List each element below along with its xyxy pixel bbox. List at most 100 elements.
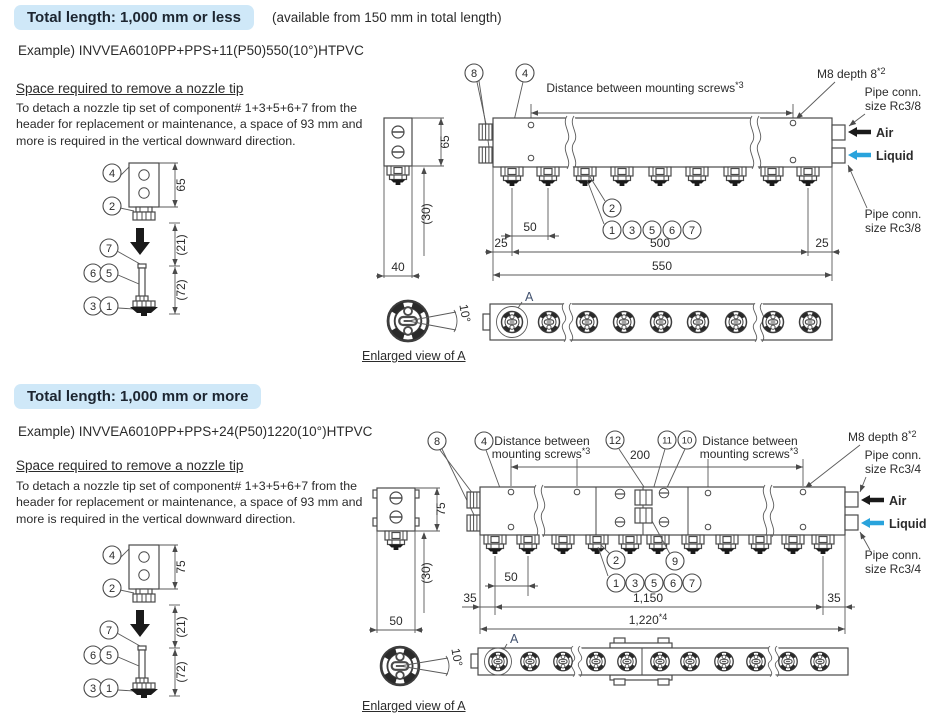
svg-text:3: 3 — [632, 578, 638, 590]
screw-icon — [389, 510, 403, 524]
dim-height-side-1: 65 — [412, 117, 452, 167]
joint-section — [595, 487, 689, 535]
svg-text:(21): (21) — [174, 234, 188, 255]
pipe-stub-icon — [478, 146, 493, 164]
svg-text:Distance between: Distance between — [494, 434, 589, 448]
enlarged-view-caption-1: Enlarged view of A — [362, 349, 466, 363]
callout-3: 3 — [83, 678, 103, 698]
svg-text:1,220*4: 1,220*4 — [629, 612, 668, 627]
nozzle-icon — [681, 534, 705, 555]
nozzle-icon — [500, 166, 524, 187]
svg-text:size Rc3/4: size Rc3/4 — [865, 462, 921, 476]
callout-2: 2 — [102, 578, 122, 598]
callout-7: 7 — [99, 620, 119, 640]
svg-text:11: 11 — [662, 436, 672, 447]
nozzle-icon — [796, 166, 820, 187]
callout-4: 4 — [102, 545, 122, 565]
nozzle-bottom-icon — [777, 650, 799, 673]
svg-text:6: 6 — [90, 268, 96, 280]
air-label: Air — [876, 126, 894, 140]
svg-text:50: 50 — [523, 220, 537, 234]
svg-text:7: 7 — [689, 225, 695, 237]
callout-5: 5 — [99, 645, 119, 665]
section2-note-body: To detach a nozzle tip set of component#… — [16, 479, 363, 526]
nozzle-icon — [384, 530, 408, 551]
section1-note-title: Space required to remove a nozzle tip — [16, 81, 244, 96]
enlarged-view-1: 10° — [388, 301, 473, 341]
nozzle-bottom-icon — [499, 309, 525, 335]
callout-6: 6 — [663, 573, 683, 593]
dim-drop-2: (21) — [169, 604, 188, 648]
svg-text:(72): (72) — [174, 279, 188, 300]
nozzle-bottom-icon — [585, 650, 607, 673]
pipe-conn-top-2: Pipe conn. size Rc3/4 — [857, 448, 921, 494]
nozzle-bottom-icon — [536, 309, 562, 335]
svg-text:35: 35 — [827, 591, 841, 605]
svg-text:4: 4 — [109, 168, 115, 180]
svg-text:mounting screws*3: mounting screws*3 — [492, 446, 591, 461]
callout-4: 4 — [474, 431, 494, 451]
svg-text:50: 50 — [504, 570, 518, 584]
nozzle-icon — [715, 534, 739, 555]
svg-text:65: 65 — [174, 178, 188, 192]
nozzle-bottom-icon — [797, 309, 823, 335]
callout-2: 2 — [102, 196, 122, 216]
distance-screws-right-2: Distance between mounting screws*3 — [700, 434, 799, 461]
bottom-dimensions-1: 50 25 500 25 550 — [485, 167, 840, 281]
svg-text:7: 7 — [106, 243, 112, 255]
dim-height-2: 75 — [159, 544, 188, 590]
callout-10: 10 — [677, 430, 697, 450]
callout-9: 9 — [665, 551, 685, 571]
pipe-conn-bottom-2: Pipe conn. size Rc3/4 — [857, 530, 922, 576]
distance-screws-label: Distance between mounting screws*3 — [546, 80, 743, 95]
nozzle-bottom-icon — [519, 650, 541, 673]
enlarged-view-caption-2: Enlarged view of A — [362, 699, 466, 713]
svg-text:2: 2 — [609, 203, 615, 215]
pipe-stub-icon — [466, 514, 481, 532]
svg-text:(21): (21) — [174, 616, 188, 637]
nozzle-icon — [760, 166, 784, 187]
callout-1: 1 — [99, 296, 119, 316]
svg-text:4: 4 — [522, 68, 528, 80]
callout-3: 3 — [625, 573, 645, 593]
svg-text:25: 25 — [815, 236, 829, 250]
svg-text:1: 1 — [106, 301, 112, 313]
bottom-view-drawing-2: 10° A — [358, 632, 849, 703]
component-diagram-2: 4 75 2 (21) 7 — [83, 544, 188, 698]
callout-5: 5 — [99, 263, 119, 283]
nozzle-icon — [646, 534, 670, 555]
svg-text:5: 5 — [651, 578, 657, 590]
section1-title-chip: Total length: 1,000 mm or less — [14, 5, 254, 30]
svg-text:500: 500 — [650, 236, 670, 250]
svg-text:65: 65 — [438, 135, 452, 149]
nozzle-icon — [610, 166, 634, 187]
svg-text:12: 12 — [609, 435, 621, 447]
m8-annotation-2: M8 depth 8*2 — [803, 429, 917, 491]
svg-text:size Rc3/4: size Rc3/4 — [865, 562, 921, 576]
nozzle-bottom-icon — [616, 650, 638, 673]
callout-2: 2 — [602, 198, 622, 218]
svg-text:Pipe conn.: Pipe conn. — [865, 548, 922, 562]
callout-8: 8 — [427, 431, 447, 451]
nozzle-icon — [648, 166, 672, 187]
nozzle-icon — [811, 534, 835, 555]
callout-5: 5 — [642, 220, 662, 240]
svg-text:1,150: 1,150 — [633, 591, 663, 605]
callout-5: 5 — [644, 573, 664, 593]
nozzle-bottom-icon — [679, 650, 701, 673]
detail-a-label: A — [525, 290, 534, 304]
svg-text:75: 75 — [434, 502, 448, 516]
screw-icon — [391, 125, 405, 139]
svg-text:Pipe conn.: Pipe conn. — [865, 207, 922, 221]
svg-text:8: 8 — [471, 68, 477, 80]
nozzle-bottom-icon — [685, 309, 711, 335]
svg-text:mounting screws*3: mounting screws*3 — [700, 446, 799, 461]
callout-1: 1 — [99, 678, 119, 698]
angle-label: 10° — [456, 303, 473, 324]
liquid-label: Liquid — [889, 517, 927, 531]
nozzle-bottom-icon — [713, 650, 735, 673]
m8-label: M8 depth 8*2 — [817, 66, 886, 81]
down-arrow-icon — [130, 610, 150, 637]
nozzle-icon — [685, 166, 709, 187]
